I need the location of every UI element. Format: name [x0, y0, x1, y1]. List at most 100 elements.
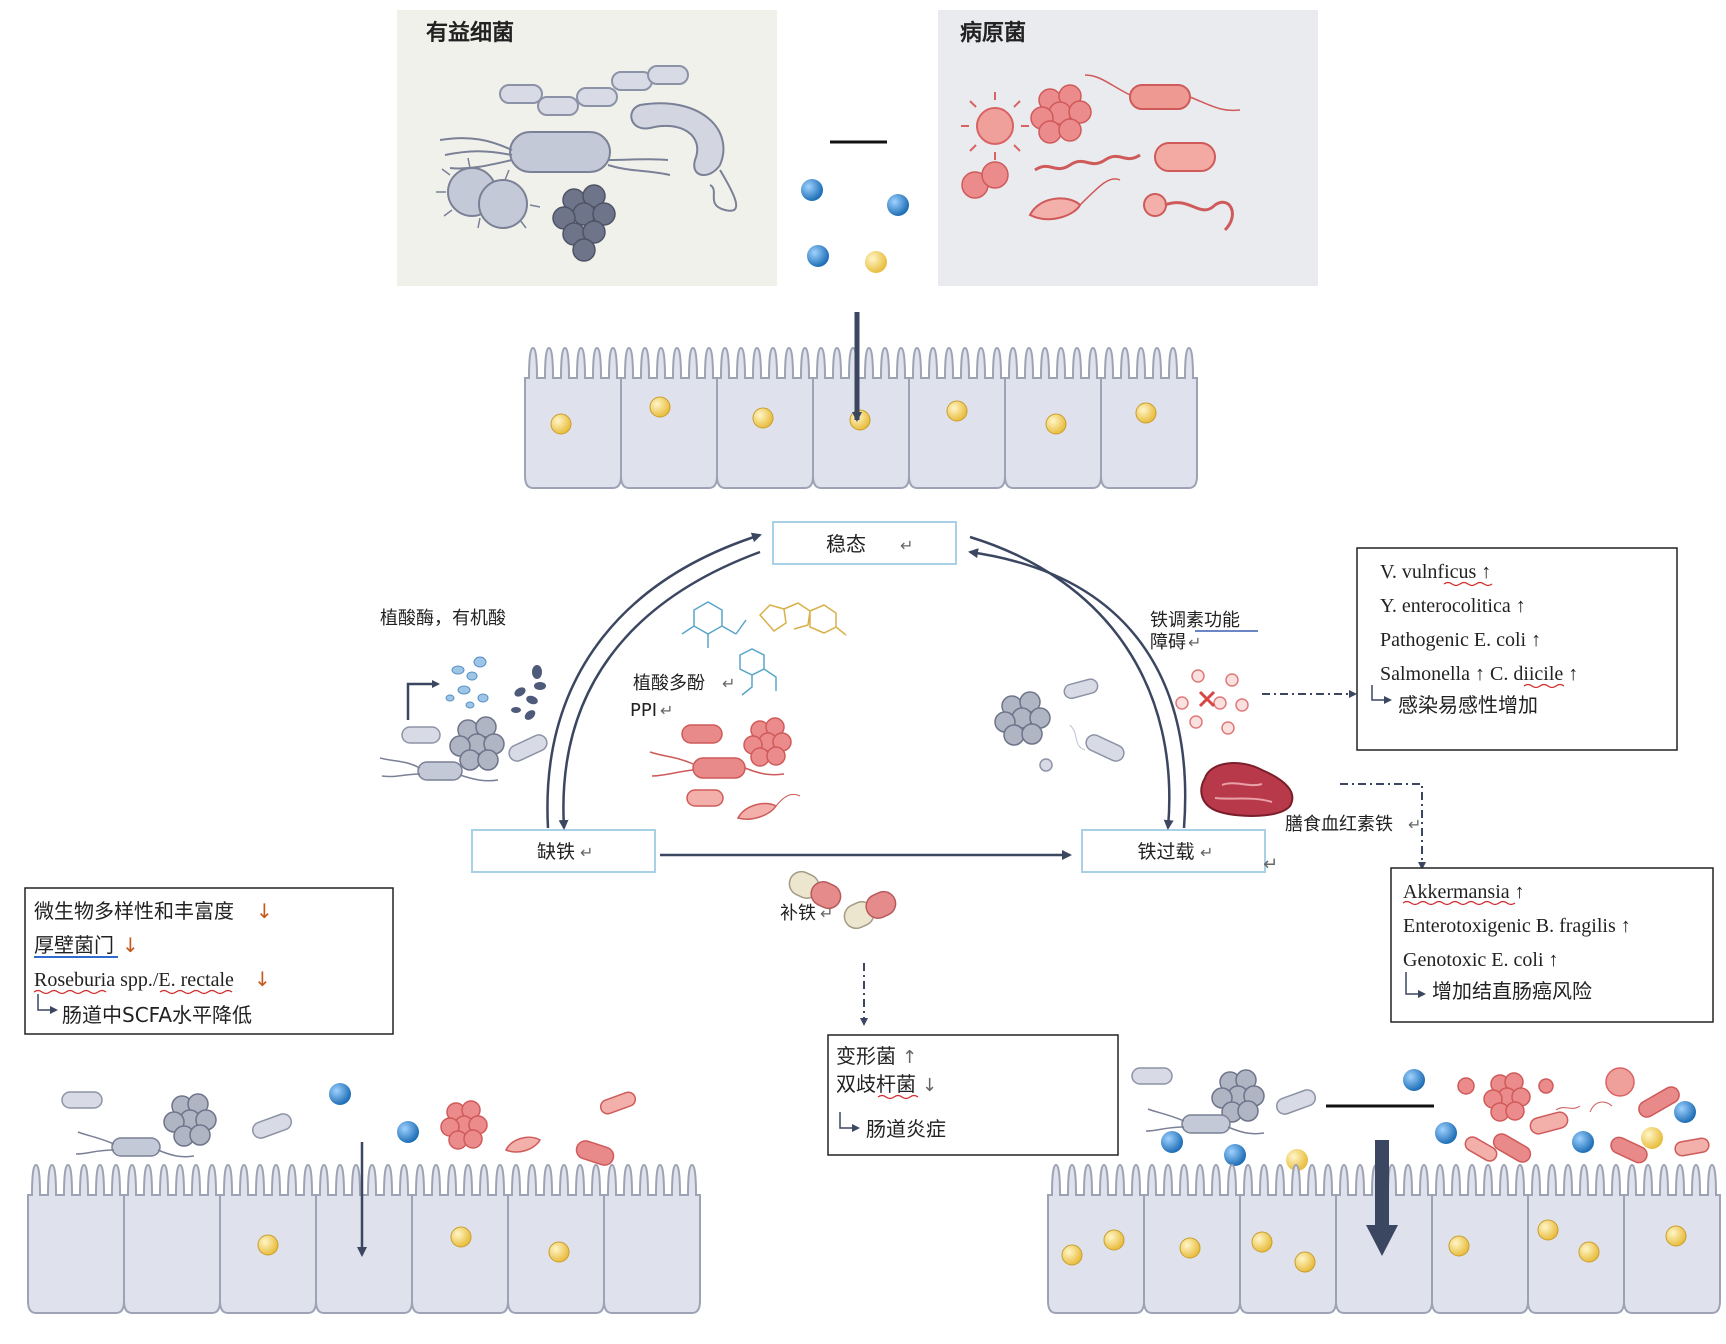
svg-text:↓: ↓ [122, 933, 139, 957]
svg-text:↓: ↓ [922, 1075, 937, 1096]
crc-line: Akkermansia ↑ [1403, 881, 1525, 903]
beneficial-bacteria-icon [436, 65, 738, 262]
epithelial-cell [315, 1163, 413, 1314]
deficiency-effect-line: 微生物多样性和丰富度 [34, 899, 234, 923]
deficiency-label: 缺铁 [537, 841, 575, 863]
svg-text:↵: ↵ [1263, 854, 1278, 875]
iron-dot-yellow [257, 1234, 279, 1256]
iron-dot-yellow [946, 400, 968, 422]
iron-dot-yellow [548, 1241, 570, 1263]
heme-to-crc-arrow [1340, 783, 1426, 870]
overload-label: 铁过载 [1137, 841, 1194, 863]
inflammation-line: 变形菌 [836, 1044, 896, 1068]
pathogen-panel: 病原菌 [938, 10, 1318, 286]
epithelial-cell [123, 1163, 221, 1314]
iron-dot-yellow [1537, 1219, 1559, 1241]
svg-text:↵: ↵ [722, 674, 735, 693]
epithelial-cell [507, 1163, 605, 1314]
deficiency-to-homeostasis-arrow [546, 532, 762, 829]
iron-dot-yellow [550, 413, 572, 435]
homeostasis-to-overload-arrow [969, 535, 1174, 830]
gut-epithelium-top [524, 346, 1198, 489]
epithelial-cell [1431, 1163, 1529, 1314]
epithelial-cell [603, 1163, 701, 1314]
svg-text:↓: ↓ [254, 967, 271, 991]
deficiency-box: 缺铁 ↵ [471, 829, 656, 873]
crc-outcome: 增加结直肠癌风险 [1432, 979, 1592, 1003]
center-pathogen-icon [649, 717, 801, 820]
pathogen-bacteria-icon [961, 74, 1241, 232]
iron-dot-yellow [1578, 1241, 1600, 1263]
iron-dot-yellow [1251, 1231, 1273, 1253]
epithelial-cell [620, 346, 718, 489]
crc-box: Akkermansia ↑ Enterotoxigenic B. fragili… [1390, 867, 1714, 1023]
gut-epithelium-bottom-right [1047, 1163, 1721, 1314]
iron-dot-blue [887, 194, 909, 216]
iron-dot-yellow [1665, 1225, 1687, 1247]
gut-epithelium-bottom-left [27, 1163, 701, 1314]
crc-line: Enterotoxigenic B. fragilis ↑ [1403, 915, 1631, 937]
overload-bacteria-icon [994, 678, 1125, 772]
deficiency-effect-line: Roseburia spp./E. rectale [34, 969, 234, 991]
deficiency-effect-line: 厚壁菌门 [34, 933, 114, 957]
overload-lumen-icon [1131, 1067, 1710, 1171]
iron-dot-yellow [649, 396, 671, 418]
iron-dot-yellow [1061, 1244, 1083, 1266]
svg-text:↵: ↵ [580, 843, 593, 862]
inflammation-box: 变形菌 ↑ 双歧杆菌 ↓ 肠道炎症 [827, 1034, 1119, 1156]
infection-line: V. vulnficus ↑ [1380, 561, 1491, 583]
svg-text:↵: ↵ [900, 536, 913, 555]
red-meat-icon [1200, 762, 1294, 817]
epithelial-cell [27, 1163, 125, 1314]
infection-line: Pathogenic E. coli ↑ [1380, 629, 1541, 651]
phytase-label: 植酸酶，有机酸 [380, 608, 506, 629]
overload-box: 铁过载 ↵ [1081, 829, 1266, 873]
svg-text:↑: ↑ [902, 1047, 917, 1068]
hepcidin-label-line2: 障碍 [1150, 632, 1186, 653]
infection-outcome: 感染易感性增加 [1398, 693, 1538, 717]
deficiency-lumen-icon [61, 1083, 637, 1166]
beneficial-label: 有益细菌 [426, 20, 514, 46]
epithelial-cell [1047, 1163, 1145, 1314]
beneficial-bacteria-panel: 有益细菌 [397, 10, 777, 286]
epithelial-cell [524, 346, 622, 489]
inflammation-outcome: 肠道炎症 [866, 1117, 946, 1141]
deficiency-effects-box: 微生物多样性和丰富度 ↓ 厚壁菌门 ↓ Roseburia spp./E. re… [24, 887, 394, 1035]
epithelial-cell [1527, 1163, 1625, 1314]
ppi-label: PPI [630, 700, 657, 721]
iron-dot-yellow [752, 407, 774, 429]
iron-dot-blue [807, 245, 829, 267]
svg-text:↵: ↵ [1188, 633, 1201, 652]
homeostasis-to-deficiency-arrow [558, 550, 761, 830]
svg-text:↵: ↵ [660, 701, 673, 720]
iron-dot-yellow [450, 1226, 472, 1248]
svg-text:↵: ↵ [1200, 843, 1213, 862]
deficiency-bacteria-icon [379, 656, 548, 782]
infection-line: Y. enterocolitica ↑ [1380, 595, 1526, 617]
infection-box: V. vulnficus ↑ Y. enterocolitica ↑ Patho… [1356, 547, 1678, 751]
iron-supplement-pill-icon [788, 870, 897, 930]
iron-dot-yellow [865, 251, 887, 273]
svg-text:↵: ↵ [820, 904, 833, 923]
blocked-x-icon [1198, 690, 1216, 708]
svg-text:↓: ↓ [256, 899, 273, 923]
deficiency-outcome: 肠道中SCFA水平降低 [62, 1003, 252, 1027]
hepcidin-label-line1: 铁调素功能 [1150, 610, 1240, 631]
iron-dot-blue [801, 179, 823, 201]
overload-to-homeostasis-arrow [968, 548, 1187, 829]
heme-iron-label: 膳食血红素铁 [1285, 814, 1393, 835]
iron-dot-yellow [1135, 402, 1157, 424]
infection-line: Salmonella ↑ C. diicile ↑ [1380, 663, 1578, 685]
iron-dot-yellow [849, 409, 871, 431]
epithelial-cell [1239, 1163, 1337, 1314]
svg-text:↵: ↵ [1408, 815, 1421, 834]
iron-dot-yellow [1179, 1237, 1201, 1259]
iron-release-dots-icon [1175, 669, 1249, 735]
iron-dot-yellow [1294, 1251, 1316, 1273]
phytate-polyphenol-label: 植酸多酚 [633, 673, 705, 694]
homeostasis-box: 稳态 ↵ [772, 521, 957, 565]
homeostasis-label: 稳态 [826, 532, 866, 556]
pathogen-label: 病原菌 [960, 20, 1026, 46]
iron-dot-yellow [1103, 1229, 1125, 1251]
